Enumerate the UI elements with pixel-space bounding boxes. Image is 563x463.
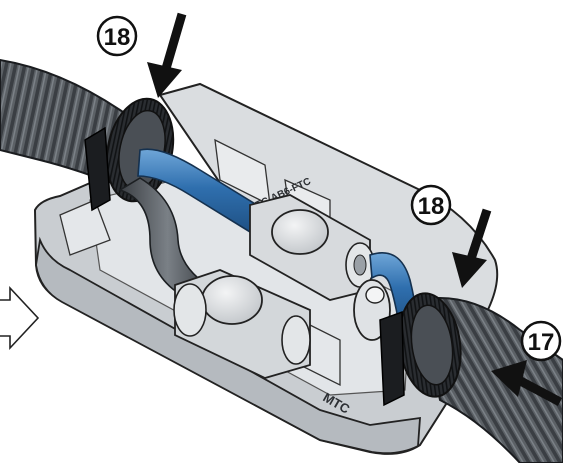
clamp-right <box>379 292 462 407</box>
callout-top-left: 18 <box>96 15 138 57</box>
callout-label: 17 <box>528 329 555 356</box>
callout-right: 18 <box>410 184 452 226</box>
outline-arrow-icon <box>0 285 40 351</box>
housing-front-face <box>35 236 421 455</box>
arrow-bottom-right-icon <box>491 360 563 406</box>
arrow-right-icon <box>452 208 492 288</box>
callout-label: 18 <box>104 24 131 51</box>
interior-rib <box>59 199 111 256</box>
callout-bottom-right: 17 <box>520 320 562 362</box>
arrow-top-left-icon <box>147 12 187 98</box>
callout-label: 18 <box>418 193 445 220</box>
fitting-lower <box>173 269 311 379</box>
